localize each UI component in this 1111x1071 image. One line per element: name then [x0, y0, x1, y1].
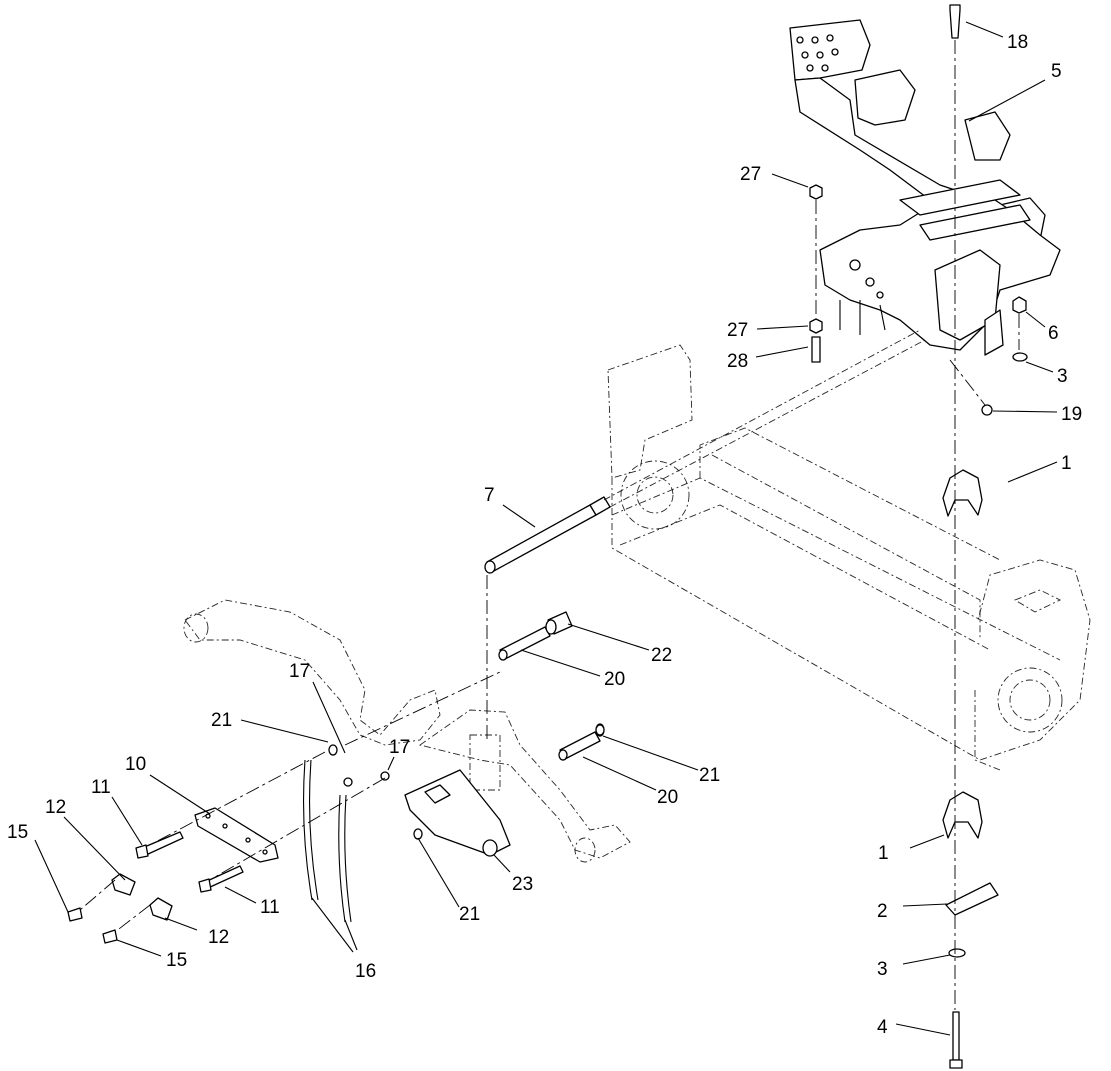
callout-1-lower: 1: [878, 843, 889, 864]
callout-labels: 18 5 27 27 28 6 3 19 1 7 22 20 17 21 17 …: [7, 32, 1082, 1038]
callout-22: 22: [651, 645, 672, 666]
callout-17-lower: 17: [389, 737, 410, 758]
callout-15-lower: 15: [166, 950, 187, 971]
callout-28: 28: [727, 351, 748, 372]
callout-27-lower: 27: [727, 320, 748, 341]
master-cylinder: [404, 769, 511, 857]
callout-18: 18: [1007, 32, 1028, 53]
vertical-hardware-stack: [942, 4, 999, 1069]
callout-21-right: 21: [699, 765, 720, 786]
callout-6: 6: [1048, 323, 1059, 344]
callout-11-lower: 11: [260, 897, 280, 918]
callout-3-lower: 3: [877, 959, 888, 980]
callout-21-lower: 21: [459, 904, 480, 925]
callout-11-upper: 11: [91, 777, 111, 798]
callout-12-upper: 12: [45, 797, 66, 818]
pins-spacers: [498, 611, 605, 761]
phantom-pedal-assembly: [183, 599, 631, 863]
callout-20-upper: 20: [604, 669, 625, 690]
callout-17-upper: 17: [289, 661, 310, 682]
callout-3-upper: 3: [1057, 366, 1068, 387]
callout-27-upper: 27: [740, 164, 761, 185]
bracket-hardware: [67, 807, 279, 944]
callout-20-lower: 20: [657, 787, 678, 808]
callout-21-upper-left: 21: [211, 710, 232, 731]
callout-15-upper: 15: [7, 822, 28, 843]
callout-7: 7: [484, 485, 495, 506]
callout-1-upper: 1: [1061, 453, 1072, 474]
phantom-frame: [607, 344, 1091, 771]
assembly-centerlines: [79, 40, 1020, 1010]
pivot-rod: [484, 329, 926, 574]
chains: [303, 759, 352, 923]
callout-5: 5: [1051, 61, 1062, 82]
callout-16: 16: [355, 961, 376, 982]
callout-2: 2: [877, 901, 888, 922]
callout-23: 23: [512, 874, 533, 895]
callout-19: 19: [1061, 404, 1082, 425]
callout-12-lower: 12: [208, 927, 229, 948]
upper-frame-weldment: [789, 19, 1061, 356]
callout-10: 10: [125, 754, 146, 775]
leader-lines: [34, 21, 1058, 1036]
callout-4: 4: [877, 1017, 888, 1038]
small-hardware: [328, 184, 1028, 787]
